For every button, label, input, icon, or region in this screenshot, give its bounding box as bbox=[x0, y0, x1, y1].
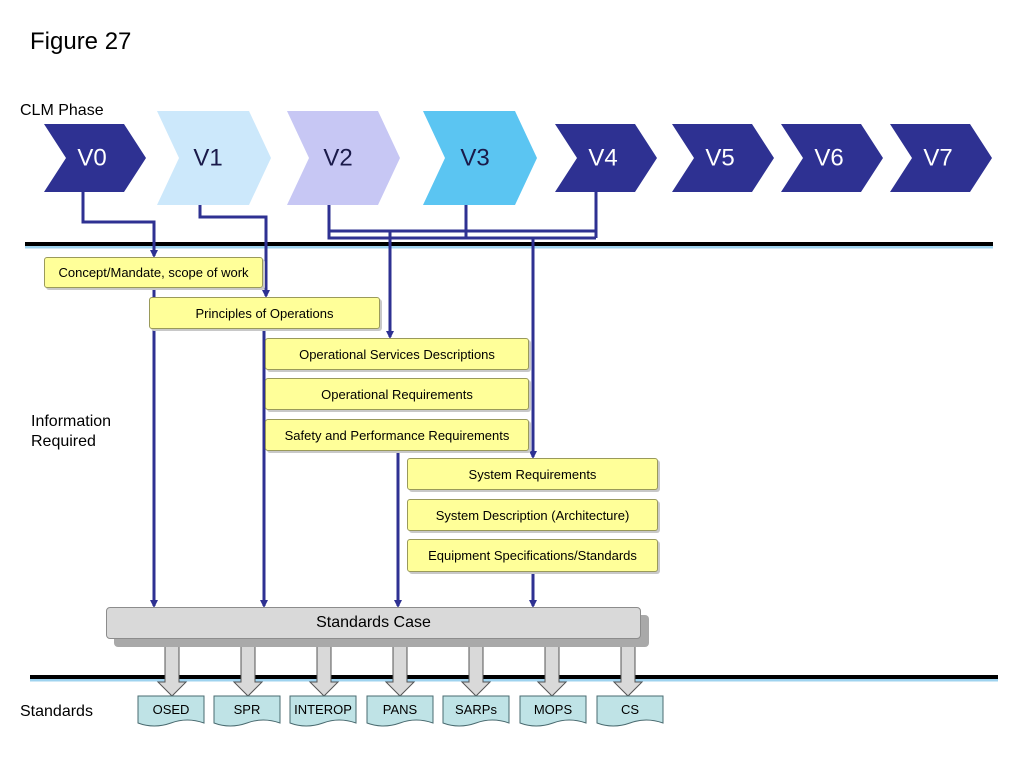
document-spr: SPR bbox=[213, 695, 281, 727]
document-label-mops: MOPS bbox=[534, 702, 573, 717]
phase-label-v7: V7 bbox=[923, 145, 952, 172]
document-interop: INTEROP bbox=[289, 695, 357, 727]
document-mops: MOPS bbox=[519, 695, 587, 727]
info-box-operational-requirements: Operational Requirements bbox=[265, 378, 529, 410]
document-label-sarps: SARPs bbox=[455, 702, 497, 717]
block-arrow-pans bbox=[384, 639, 416, 697]
chevron-v3: V3 bbox=[423, 111, 537, 205]
chevron-v1: V1 bbox=[157, 111, 271, 205]
phase-label-v5: V5 bbox=[705, 145, 734, 172]
connector-v0-concept bbox=[81, 192, 158, 258]
info-box-operational-services: Operational Services Descriptions bbox=[265, 338, 529, 370]
info-box-system-requirements: System Requirements bbox=[407, 458, 658, 490]
document-label-cs: CS bbox=[621, 702, 639, 717]
info-box-safety-performance: Safety and Performance Requirements bbox=[265, 419, 529, 451]
phase-label-v0: V0 bbox=[77, 145, 106, 172]
phase-label-v6: V6 bbox=[814, 145, 843, 172]
chevron-v2: V2 bbox=[287, 111, 400, 205]
document-label-spr: SPR bbox=[234, 702, 261, 717]
document-osed: OSED bbox=[137, 695, 205, 727]
chevron-v0: V0 bbox=[44, 124, 146, 192]
block-arrow-cs bbox=[612, 639, 644, 697]
information-required-label: Information Required bbox=[31, 413, 112, 450]
connector-v2-bus bbox=[327, 205, 596, 240]
clm-phase-label: CLM Phase bbox=[20, 102, 104, 119]
phase-label-v2: V2 bbox=[323, 145, 352, 172]
block-arrow-osed bbox=[156, 639, 188, 697]
info-box-concept: Concept/Mandate, scope of work bbox=[44, 257, 263, 288]
phase-label-v3: V3 bbox=[460, 145, 489, 172]
figure-title: Figure 27 bbox=[30, 28, 132, 55]
document-label-pans: PANS bbox=[383, 702, 418, 717]
block-arrow-mops bbox=[536, 639, 568, 697]
chevron-v4: V4 bbox=[555, 124, 657, 192]
chevron-v5: V5 bbox=[672, 124, 774, 192]
block-arrow-sarps bbox=[460, 639, 492, 697]
block-arrow-interop bbox=[308, 639, 340, 697]
document-label-interop: INTEROP bbox=[294, 702, 352, 717]
connector-lines bbox=[81, 192, 598, 608]
separator-top bbox=[25, 242, 993, 249]
document-pans: PANS bbox=[366, 695, 434, 727]
info-box-system-description: System Description (Architecture) bbox=[407, 499, 658, 531]
connector-v1-principles bbox=[198, 205, 270, 298]
info-box-equipment-specifications: Equipment Specifications/Standards bbox=[407, 539, 658, 572]
standards-case-box: Standards Case bbox=[106, 607, 641, 639]
block-arrows bbox=[156, 639, 644, 697]
separator-bottom bbox=[30, 675, 998, 682]
phase-label-v1: V1 bbox=[193, 145, 222, 172]
chevron-v6: V6 bbox=[781, 124, 883, 192]
document-cs: CS bbox=[596, 695, 664, 727]
standards-label: Standards bbox=[20, 703, 93, 720]
block-arrow-spr bbox=[232, 639, 264, 697]
document-sarps: SARPs bbox=[442, 695, 510, 727]
chevron-v7: V7 bbox=[890, 124, 992, 192]
document-label-osed: OSED bbox=[153, 702, 190, 717]
info-box-principles: Principles of Operations bbox=[149, 297, 380, 329]
phase-label-v4: V4 bbox=[588, 145, 617, 172]
